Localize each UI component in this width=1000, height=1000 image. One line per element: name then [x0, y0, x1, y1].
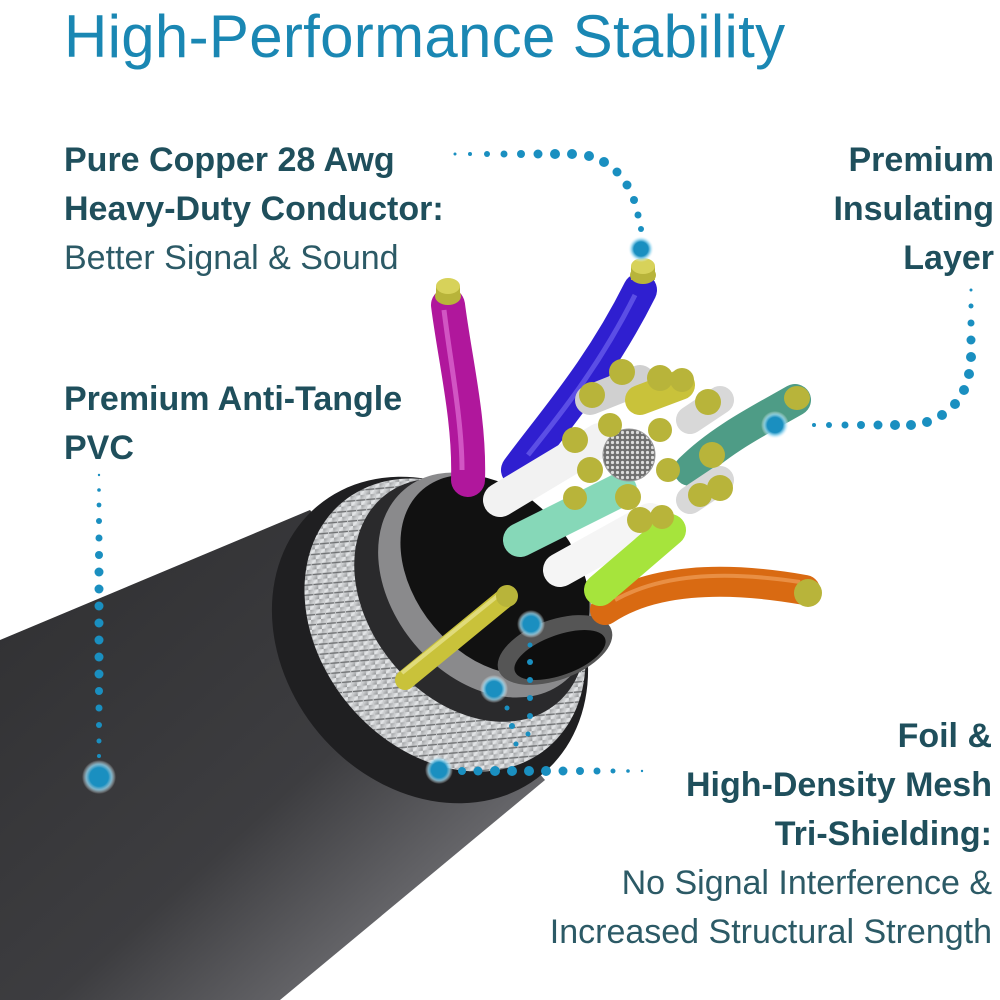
wire-orange — [590, 566, 822, 625]
callout-conductor-subtitle: Better Signal & Sound — [64, 239, 399, 277]
anchor-dot-foil — [517, 610, 545, 638]
callout-insulating-heading-2: Insulating — [833, 190, 994, 228]
callout-insulating-heading-3: Layer — [903, 239, 994, 277]
anchor-dot-insulating — [761, 411, 789, 439]
callout-shielding-heading-3: Tri-Shielding: — [774, 815, 992, 853]
anchor-dot-pvc — [82, 760, 116, 794]
callout-pvc-heading-2: PVC — [64, 429, 134, 467]
callout-pvc-heading-1: Premium Anti-Tangle — [64, 380, 403, 418]
callout-insulating-heading-1: Premium — [848, 141, 995, 179]
leader-line-pvc — [94, 473, 104, 758]
wire-magenta — [431, 278, 486, 497]
callout-conductor-heading-1: Pure Copper 28 Awg — [64, 141, 395, 179]
conductor-bundle — [395, 359, 734, 690]
callout-shielding-heading-2: High-Density Mesh — [685, 766, 992, 804]
leader-line-shielding — [458, 642, 644, 776]
anchor-dot-conductor — [628, 236, 654, 262]
anchor-dot-mesh — [480, 675, 508, 703]
callout-pvc: Premium Anti-Tangle PVC — [64, 375, 402, 473]
callout-shielding-subtitle-2: Increased Structural Strength — [549, 913, 992, 951]
callout-shielding-heading-1: Foil & — [897, 717, 992, 755]
callout-shielding-subtitle-1: No Signal Interference & — [621, 864, 992, 902]
anchor-dot-shield — [425, 756, 453, 784]
callout-shielding: Foil & High-Density Mesh Tri-Shielding: … — [550, 712, 992, 957]
leader-line-conductor — [453, 149, 644, 232]
callout-conductor-heading-2: Heavy-Duty Conductor: — [64, 190, 444, 228]
page-title: High-Performance Stability — [64, 3, 786, 70]
callout-insulating: Premium Insulating Layer — [833, 136, 994, 283]
leader-line-insulating — [812, 288, 976, 430]
callout-conductor: Pure Copper 28 Awg Heavy-Duty Conductor:… — [64, 136, 444, 283]
